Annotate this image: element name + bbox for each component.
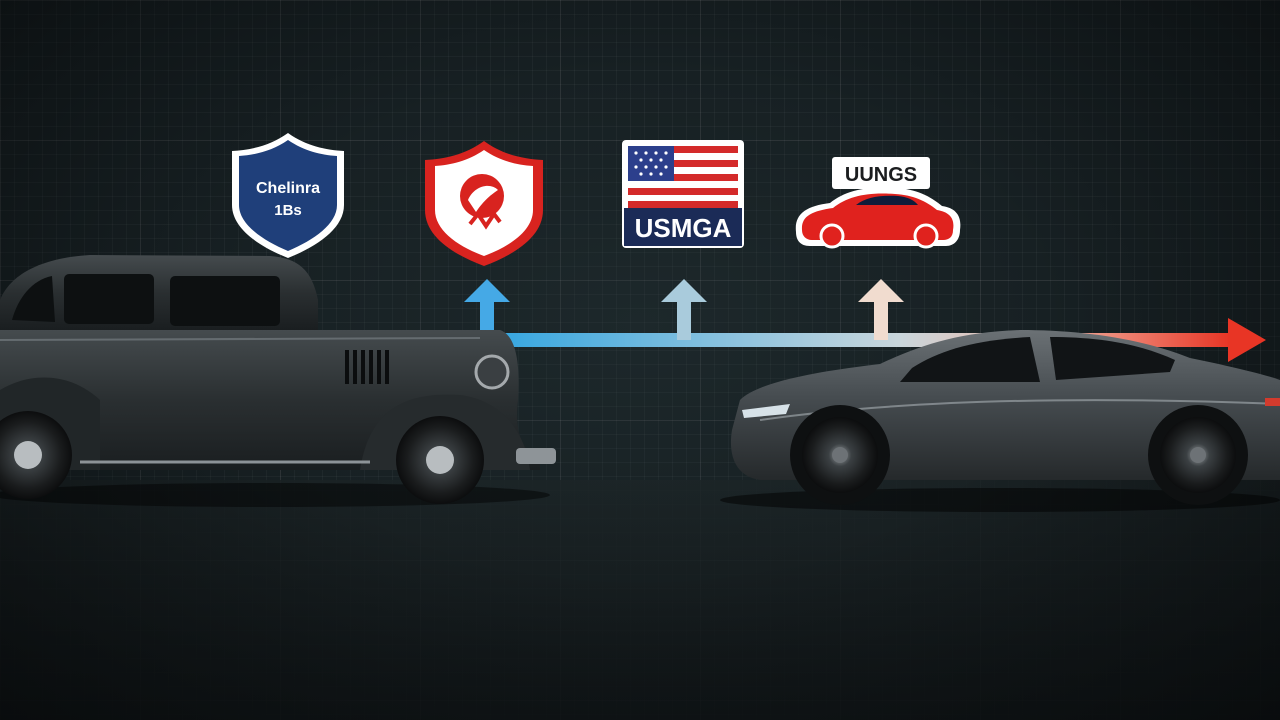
car-badge: UUNGS: [795, 157, 961, 249]
car-badge-label: UUNGS: [845, 164, 917, 186]
timeline-arrowhead: [1228, 318, 1266, 362]
shield-blue-line1: Chelinra: [256, 180, 320, 197]
flag-badge-label: USMGA: [635, 213, 732, 243]
vintage-car: [0, 255, 556, 507]
us-flag-icon: [628, 146, 738, 208]
shield-blue-icon: Chelinra 1Bs: [232, 133, 344, 258]
up-arrow-2: [661, 279, 707, 340]
shield-red-icon: [425, 141, 543, 266]
red-car-icon: [795, 187, 961, 249]
up-arrow-3: [858, 279, 904, 340]
flag-badge: USMGA: [622, 140, 744, 248]
modern-car: [720, 330, 1280, 512]
shield-blue-line2: 1Bs: [274, 202, 302, 219]
